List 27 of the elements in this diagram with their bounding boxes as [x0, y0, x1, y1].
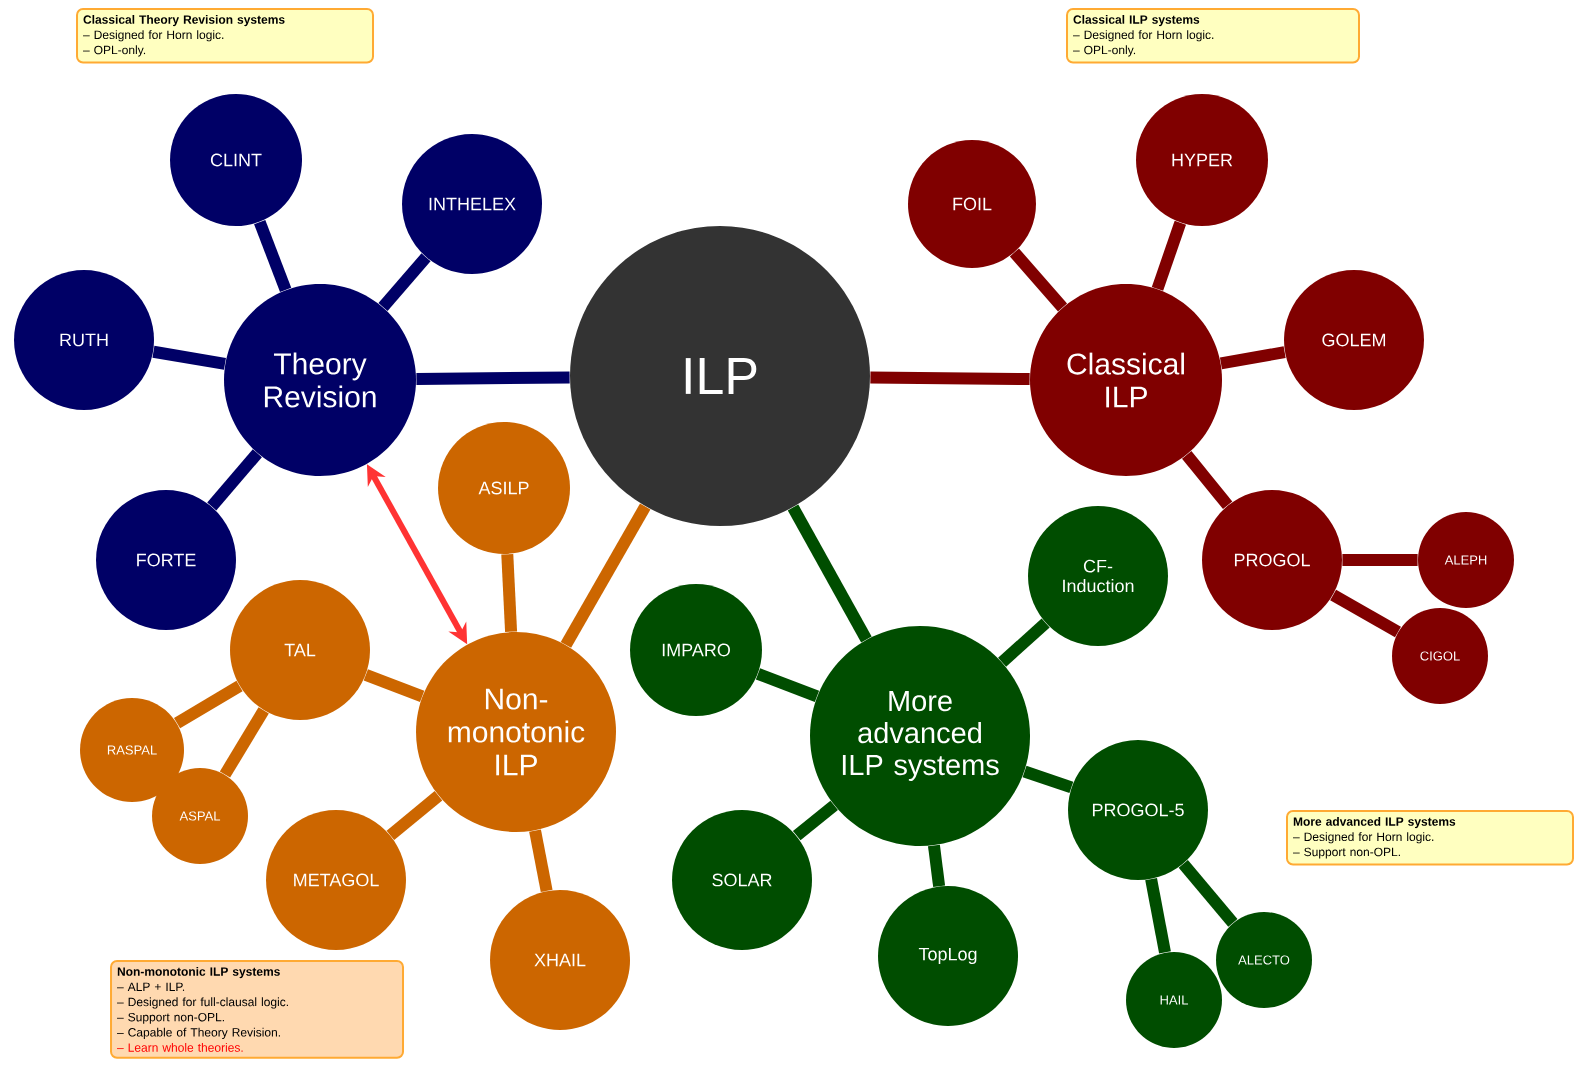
branch-line: [254, 219, 292, 293]
branch-line: [787, 504, 872, 643]
branch-line: [870, 371, 1030, 386]
branch-line: [416, 371, 570, 386]
branch-line: [560, 503, 651, 648]
branch-line: [755, 668, 820, 703]
branch-line: [173, 680, 243, 729]
branch-line: [386, 791, 443, 840]
branch-line: [1009, 248, 1068, 312]
branch-line: [998, 618, 1050, 667]
branch-line: [928, 844, 946, 887]
branch-line: [529, 829, 553, 892]
branch-line: [1145, 878, 1171, 954]
branch-line: [792, 800, 838, 841]
branch-line: [1342, 554, 1418, 566]
branch-line: [1178, 860, 1238, 927]
branch-line: [152, 345, 226, 370]
branch-line: [219, 707, 269, 778]
branch-line: [207, 449, 262, 511]
branch-line: [1151, 220, 1186, 291]
branch-line: [1022, 765, 1074, 794]
branch-line: [378, 253, 431, 311]
branch-line: [363, 669, 425, 702]
branch-line: [1219, 346, 1286, 370]
branch-line: [1182, 451, 1233, 510]
branch-line: [1330, 589, 1401, 638]
branch-line: [501, 554, 518, 633]
